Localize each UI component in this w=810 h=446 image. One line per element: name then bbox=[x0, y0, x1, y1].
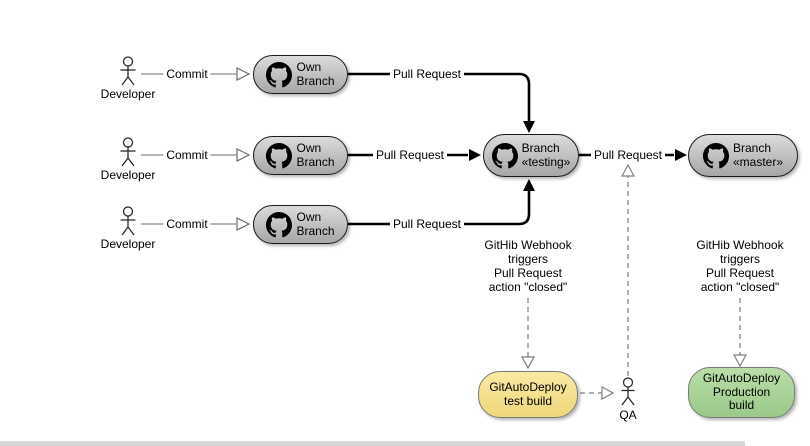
bottom-divider bbox=[0, 441, 745, 446]
github-octocat-icon bbox=[266, 143, 292, 169]
node-own-branch-2: Own Branch bbox=[253, 136, 348, 175]
github-octocat-icon bbox=[266, 212, 292, 238]
node-label: Branch «testing» bbox=[521, 141, 571, 169]
node-own-branch-3: Own Branch bbox=[253, 205, 348, 244]
webhook-edge-testing bbox=[520, 298, 536, 370]
actor-label-qa: QA bbox=[619, 408, 637, 422]
node-label: Own Branch bbox=[296, 141, 335, 169]
node-label: Branch «master» bbox=[732, 141, 784, 169]
github-octocat-icon bbox=[266, 62, 292, 88]
developer-2-actor-icon bbox=[120, 137, 136, 167]
node-label: GitAutoDeploy test build bbox=[489, 380, 567, 408]
qa-approve-edge bbox=[620, 163, 636, 376]
webhook-edge-master bbox=[732, 298, 748, 368]
node-branch-master: Branch «master» bbox=[688, 134, 798, 177]
github-octocat-icon bbox=[703, 143, 729, 169]
node-branch-testing: Branch «testing» bbox=[483, 134, 579, 177]
qa-actor-icon bbox=[621, 377, 635, 406]
edge-label-pull-request-3: Pull Request bbox=[389, 217, 465, 231]
actor-label-developer-2: Developer bbox=[100, 168, 156, 182]
webhook-note-master: GitHib Webhook triggers Pull Request act… bbox=[696, 238, 784, 295]
edge-label-commit-2: Commit bbox=[163, 148, 211, 162]
developer-3-actor-icon bbox=[120, 206, 136, 236]
pull-request-edge-1 bbox=[348, 72, 535, 133]
node-label: Own Branch bbox=[296, 60, 335, 88]
edge-label-commit-1: Commit bbox=[163, 67, 211, 81]
deploy-to-qa-edge bbox=[580, 385, 615, 401]
node-gitautodeploy-test-build: GitAutoDeploy test build bbox=[478, 371, 578, 418]
edge-label-pull-request-2: Pull Request bbox=[372, 148, 448, 162]
actor-label-developer-1: Developer bbox=[100, 87, 156, 101]
node-label: GitAutoDeploy Production build bbox=[702, 371, 781, 413]
edge-label-pull-request-4: Pull Request bbox=[590, 148, 666, 162]
edge-label-commit-3: Commit bbox=[163, 217, 211, 231]
pull-request-edge-3 bbox=[348, 179, 535, 226]
github-octocat-icon bbox=[492, 143, 518, 169]
actor-label-developer-3: Developer bbox=[100, 237, 156, 251]
node-own-branch-1: Own Branch bbox=[253, 55, 348, 94]
webhook-note-testing: GitHib Webhook triggers Pull Request act… bbox=[484, 238, 572, 295]
node-gitautodeploy-production-build: GitAutoDeploy Production build bbox=[688, 367, 795, 418]
node-label: Own Branch bbox=[296, 210, 335, 238]
developer-1-actor-icon bbox=[120, 56, 136, 86]
edge-label-pull-request-1: Pull Request bbox=[389, 67, 465, 81]
